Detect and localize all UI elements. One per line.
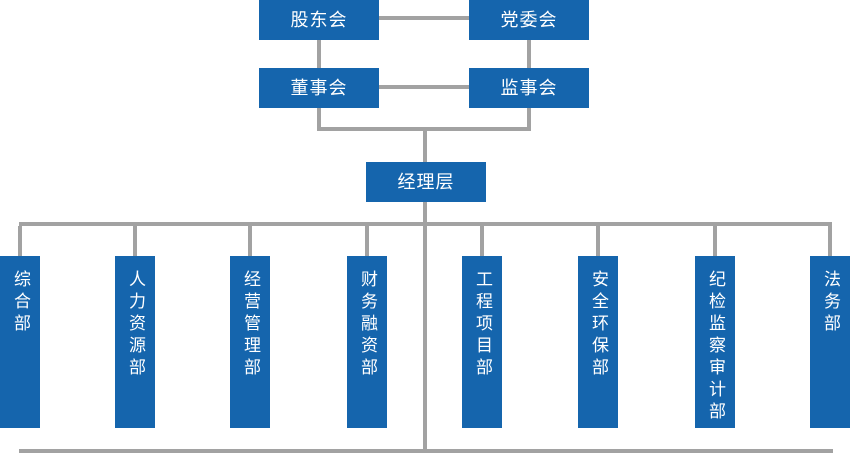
org-box-discipline-audit-dept: 纪检监察审计部 — [695, 256, 735, 428]
org-box-label: 安全环保部 — [589, 270, 608, 380]
org-box-safety-environment-dept: 安全环保部 — [578, 256, 618, 428]
org-box-label: 股东会 — [290, 10, 348, 30]
org-box-label: 工程项目部 — [473, 270, 492, 380]
org-box-label: 法务部 — [821, 270, 840, 336]
connector-drop-discipline — [713, 226, 717, 256]
org-box-label: 经营管理部 — [241, 270, 260, 380]
org-box-label: 党委会 — [500, 10, 558, 30]
connector-shareholders-party — [379, 16, 469, 20]
org-box-label: 财务融资部 — [358, 270, 377, 380]
connector-supervisory-down — [527, 108, 531, 131]
org-box-hr-dept: 人力资源部 — [115, 256, 155, 428]
org-box-management-level: 经理层 — [366, 162, 486, 202]
connector-board-down — [317, 108, 321, 131]
org-box-label: 纪检监察审计部 — [706, 270, 725, 424]
org-box-shareholders-meeting: 股东会 — [259, 0, 379, 40]
org-box-label: 监事会 — [500, 78, 558, 98]
org-box-label: 综合部 — [11, 270, 30, 336]
connector-to-management — [423, 131, 427, 162]
connector-drop-general-affairs — [18, 226, 22, 256]
org-box-finance-dept: 财务融资部 — [347, 256, 387, 428]
org-box-board-of-directors: 董事会 — [259, 68, 379, 108]
connector-distributor-horizontal — [19, 222, 832, 226]
connector-management-down — [423, 202, 427, 449]
org-box-engineering-project-dept: 工程项目部 — [462, 256, 502, 428]
connector-drop-engineering — [480, 226, 484, 256]
org-box-party-committee: 党委会 — [469, 0, 589, 40]
bottom-rail-line — [19, 449, 833, 453]
connector-drop-safety — [596, 226, 600, 256]
org-box-supervisory-board: 监事会 — [469, 68, 589, 108]
connector-drop-operations — [248, 226, 252, 256]
connector-drop-hr — [133, 226, 137, 256]
org-box-legal-dept: 法务部 — [810, 256, 850, 428]
connector-party-supervisory — [527, 40, 531, 68]
org-box-operations-management-dept: 经营管理部 — [230, 256, 270, 428]
connector-drop-legal — [828, 226, 832, 256]
org-box-general-affairs-dept: 综合部 — [0, 256, 40, 428]
connector-board-supervisory — [379, 85, 469, 89]
connector-merge-horizontal — [317, 127, 531, 131]
connector-shareholders-board — [317, 40, 321, 68]
connector-drop-finance — [365, 226, 369, 256]
org-box-label: 董事会 — [290, 78, 348, 98]
org-box-label: 人力资源部 — [126, 270, 145, 380]
org-box-label: 经理层 — [397, 172, 455, 192]
